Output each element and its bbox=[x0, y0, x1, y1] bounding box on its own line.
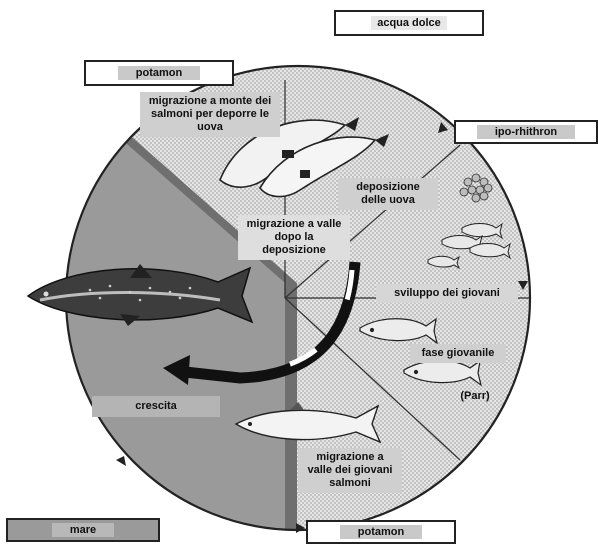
label-upstream-migration: migrazione a monte dei salmoni per depor… bbox=[140, 92, 280, 137]
potamon-top-label: potamon bbox=[118, 66, 200, 80]
potamon-top-box: potamon bbox=[84, 60, 234, 86]
legend-sea-label: mare bbox=[52, 523, 114, 537]
legend-sea: mare bbox=[6, 518, 160, 542]
legend-freshwater: acqua dolce bbox=[334, 10, 484, 36]
label-juvenile-phase: fase giovanile bbox=[410, 344, 506, 363]
label-juvenile-downstream-migration: migrazione a valle dei giovani salmoni bbox=[298, 448, 402, 493]
label-downstream-after-spawning: migrazione a valle dopo la deposizione bbox=[238, 215, 350, 260]
potamon-bottom-box: potamon bbox=[306, 520, 456, 544]
ipo-rhithron-box: ipo-rhithron bbox=[454, 120, 598, 144]
label-growth: crescita bbox=[92, 396, 220, 417]
label-parr: (Parr) bbox=[450, 390, 500, 403]
label-egg-deposition: deposizione delle uova bbox=[338, 178, 438, 210]
legend-freshwater-label: acqua dolce bbox=[371, 16, 447, 30]
ipo-rhithron-label: ipo-rhithron bbox=[477, 125, 575, 139]
arrowhead-icon bbox=[116, 456, 126, 466]
label-juvenile-development: sviluppo dei giovani bbox=[376, 284, 518, 303]
potamon-bottom-label: potamon bbox=[340, 525, 422, 539]
